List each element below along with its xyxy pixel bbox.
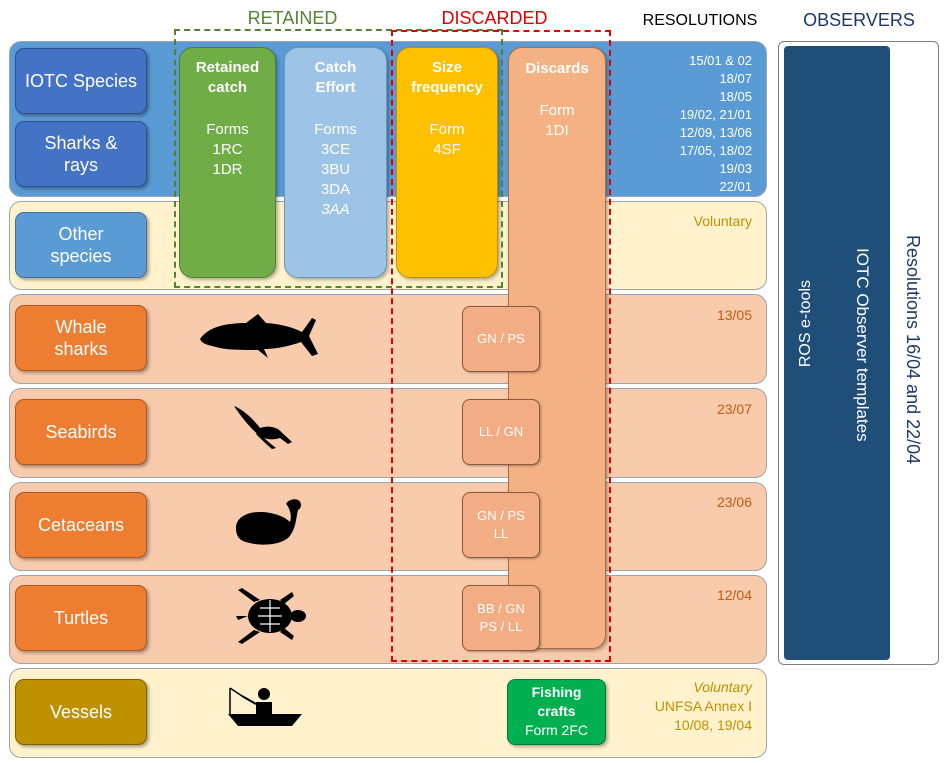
observer-templates-label: IOTC Observer templates xyxy=(853,248,872,442)
effort-form-3bu: 3BU xyxy=(320,161,351,178)
ros-etools-label: ROS e-tools xyxy=(797,280,814,368)
retained-form-1rc: 1RC xyxy=(212,141,243,158)
size-form-4sf: 4SF xyxy=(433,141,461,158)
fishing-crafts-title-1: Fishing xyxy=(531,684,582,700)
observers-header: OBSERVERS xyxy=(803,10,915,30)
resolution-turtles: 12/04 xyxy=(716,587,752,603)
gear-tag-turtles-line-1: BB / GN xyxy=(477,601,525,616)
row-cetaceans: Cetaceans xyxy=(15,492,147,558)
resolutions-top-list: 15/01 & 02 18/07 18/05 19/02, 21/01 12/0… xyxy=(620,52,752,196)
whale-icon xyxy=(236,499,301,545)
retained-form-1dr: 1DR xyxy=(212,161,243,178)
gear-tag-cetaceans: GN / PS LL xyxy=(462,492,540,558)
resolution-item: 17/05, 18/02 xyxy=(679,143,752,158)
effort-title-1: Catch xyxy=(314,59,357,76)
resolution-item: 18/07 xyxy=(719,71,752,86)
discards-title: Discards xyxy=(525,60,589,77)
gear-tag-whale-sharks: GN / PS xyxy=(462,306,540,372)
discards-form-label: Form xyxy=(539,102,575,119)
resolution-other-species: Voluntary xyxy=(693,213,752,229)
fishing-boat-icon xyxy=(228,687,302,726)
resolution-whale-sharks: 13/05 xyxy=(716,307,752,323)
resolution-item: 12/09, 13/06 xyxy=(679,125,752,140)
gear-tag-cetaceans-line-2: LL xyxy=(493,526,509,541)
retained-title-1: Retained xyxy=(195,59,260,76)
retained-group-box xyxy=(174,29,503,288)
resolutions-header: RESOLUTIONS xyxy=(642,12,758,29)
discarded-group-box xyxy=(391,30,611,662)
effort-form-3aa: 3AA xyxy=(321,201,350,218)
row-other-species-label: Other species xyxy=(50,224,112,266)
seabird-icon xyxy=(234,406,292,449)
effort-form-3ce: 3CE xyxy=(320,141,351,158)
turtle-icon xyxy=(236,588,306,644)
fishing-crafts-form: Form 2FC xyxy=(525,722,588,738)
resolution-item: 19/03 xyxy=(719,161,752,176)
row-whale-sharks-label: Whale sharks xyxy=(54,317,108,359)
resolution-item: 19/02, 21/01 xyxy=(679,107,752,122)
row-whale-sharks: Whale sharks xyxy=(15,305,147,371)
observer-resolutions-label: Resolutions 16/04 and 22/04 xyxy=(903,235,923,465)
effort-title-2: Effort xyxy=(315,79,356,96)
gear-tag-seabirds: LL / GN xyxy=(462,399,540,465)
row-other-species: Other species xyxy=(15,212,147,278)
row-sharks-rays: Sharks & rays xyxy=(15,121,147,187)
gear-tag-turtles: BB / GN PS / LL xyxy=(462,585,540,651)
retained-forms-label: Forms xyxy=(206,121,249,138)
size-title-2: frequency xyxy=(411,79,483,96)
resolution-seabirds: 23/07 xyxy=(716,401,752,417)
resolution-vessels: Voluntary UNFSA Annex I 10/08, 19/04 xyxy=(612,678,752,735)
whale-shark-icon xyxy=(200,314,318,358)
resolution-vessels-line-1: Voluntary xyxy=(693,679,752,695)
size-form-label: Form xyxy=(429,121,465,138)
resolution-item: 15/01 & 02 xyxy=(689,53,752,68)
resolution-vessels-line-2: UNFSA Annex I xyxy=(654,698,752,714)
row-turtles: Turtles xyxy=(15,585,147,651)
retained-title-2: catch xyxy=(207,79,248,96)
resolution-item: 22/01 xyxy=(719,179,752,194)
column-retained-catch: Retained catch Forms 1RC 1DR xyxy=(179,47,276,278)
row-iotc-species: IOTC Species xyxy=(15,48,147,114)
fishing-crafts-title-2: crafts xyxy=(537,703,576,719)
row-seabirds: Seabirds xyxy=(15,399,147,465)
column-catch-effort: Catch Effort Forms 3CE 3BU 3DA 3AA xyxy=(284,47,387,278)
column-size-frequency: Size frequency Form 4SF xyxy=(396,47,498,278)
discarded-header: DISCARDED xyxy=(441,8,548,28)
retained-header: RETAINED xyxy=(247,8,338,28)
row-sharks-rays-label: Sharks & rays xyxy=(44,133,118,175)
resolution-item: 18/05 xyxy=(719,89,752,104)
resolution-cetaceans: 23/06 xyxy=(716,494,752,510)
gear-tag-turtles-line-2: PS / LL xyxy=(479,619,523,634)
gear-tag-cetaceans-line-1: GN / PS xyxy=(477,508,525,523)
resolution-vessels-line-3: 10/08, 19/04 xyxy=(674,717,752,733)
effort-forms-label: Forms xyxy=(314,121,357,138)
size-title-1: Size xyxy=(431,59,462,76)
row-vessels: Vessels xyxy=(15,679,147,745)
discards-form-1di: 1DI xyxy=(545,122,569,139)
effort-form-3da: 3DA xyxy=(320,181,351,198)
observer-templates-block xyxy=(784,46,890,660)
fishing-crafts-box: Fishing crafts Form 2FC xyxy=(507,679,606,745)
